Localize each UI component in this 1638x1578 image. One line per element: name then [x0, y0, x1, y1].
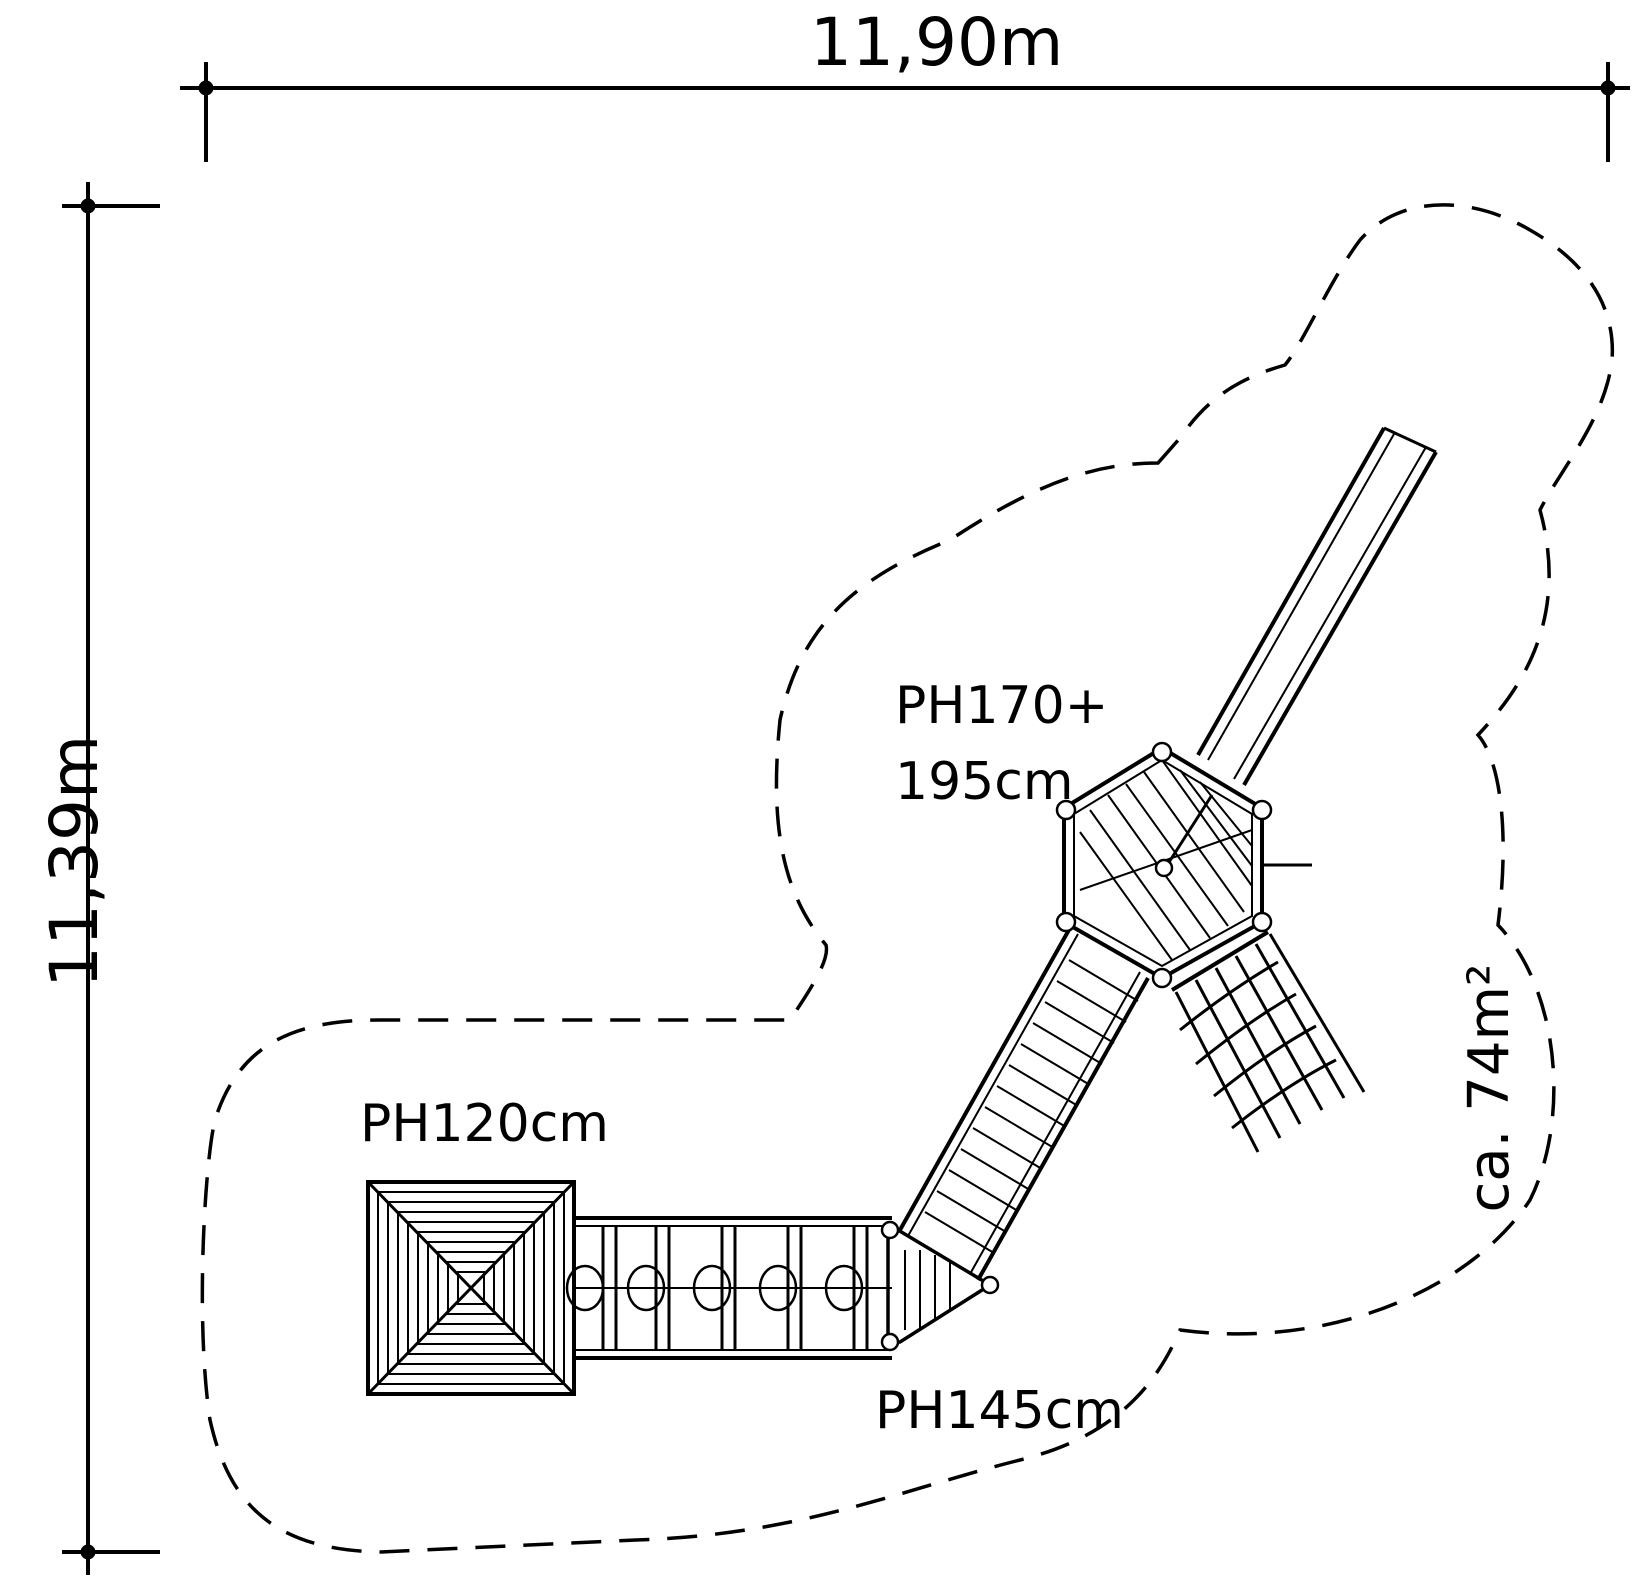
diagonal-ramp: [898, 927, 1150, 1281]
safety-area-outline: [200, 203, 1615, 1554]
horizontal-bridge: [565, 1216, 892, 1360]
height-dimension-line: [62, 182, 160, 1575]
width-dimension-label: 11,90m: [810, 4, 1064, 81]
platform-height-high-line1: PH170+: [895, 676, 1109, 736]
platform-height-low: PH120cm: [360, 1094, 609, 1154]
square-tower-roof: [366, 1180, 576, 1396]
slide: [1196, 426, 1438, 786]
climbing-net: [1170, 930, 1366, 1153]
hexagonal-tower: [1055, 741, 1312, 989]
width-dimension-line: [180, 62, 1630, 162]
area-label: ca. 74m²: [1457, 963, 1522, 1213]
platform-height-high-line2: 195cm: [895, 752, 1074, 812]
platform-height-mid: PH145cm: [875, 1381, 1124, 1441]
middle-platform: [880, 1220, 1000, 1352]
height-dimension-label: 11,39m: [36, 734, 113, 988]
